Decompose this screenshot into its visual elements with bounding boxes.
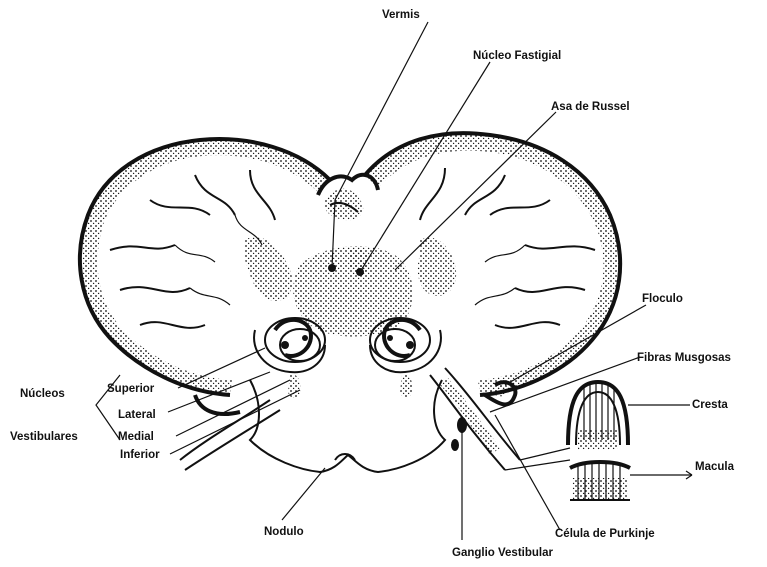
- label-nucleos: Núcleos: [20, 388, 65, 400]
- label-lateral: Lateral: [118, 409, 156, 421]
- label-cresta: Cresta: [692, 399, 728, 411]
- label-ganglio-vestibular: Ganglio Vestibular: [452, 547, 553, 559]
- label-medial: Medial: [118, 431, 154, 443]
- label-nodulo: Nodulo: [264, 526, 304, 538]
- left-nuclei-loops: [254, 318, 325, 398]
- macula: [570, 462, 630, 500]
- label-asa-de-russel: Asa de Russel: [551, 101, 630, 113]
- crista-ampullaris: [568, 382, 628, 450]
- label-macula: Macula: [695, 461, 735, 473]
- label-superior: Superior: [107, 383, 155, 395]
- vestibular-ganglion-cell: [457, 417, 467, 433]
- label-inferior: Inferior: [120, 449, 160, 461]
- brainstem-nodulus: [250, 380, 445, 472]
- label-vestibulares: Vestibulares: [10, 431, 78, 443]
- label-fibras-musgosas: Fibras Musgosas: [637, 352, 731, 364]
- label-vermis: Vermis: [382, 9, 420, 21]
- label-celula-de-purkinje: Célula de Purkinje: [555, 528, 655, 540]
- vermis-midline: [318, 175, 378, 220]
- label-nucleo-fastigial: Núcleo Fastigial: [473, 50, 561, 62]
- label-floculo: Floculo: [642, 293, 683, 305]
